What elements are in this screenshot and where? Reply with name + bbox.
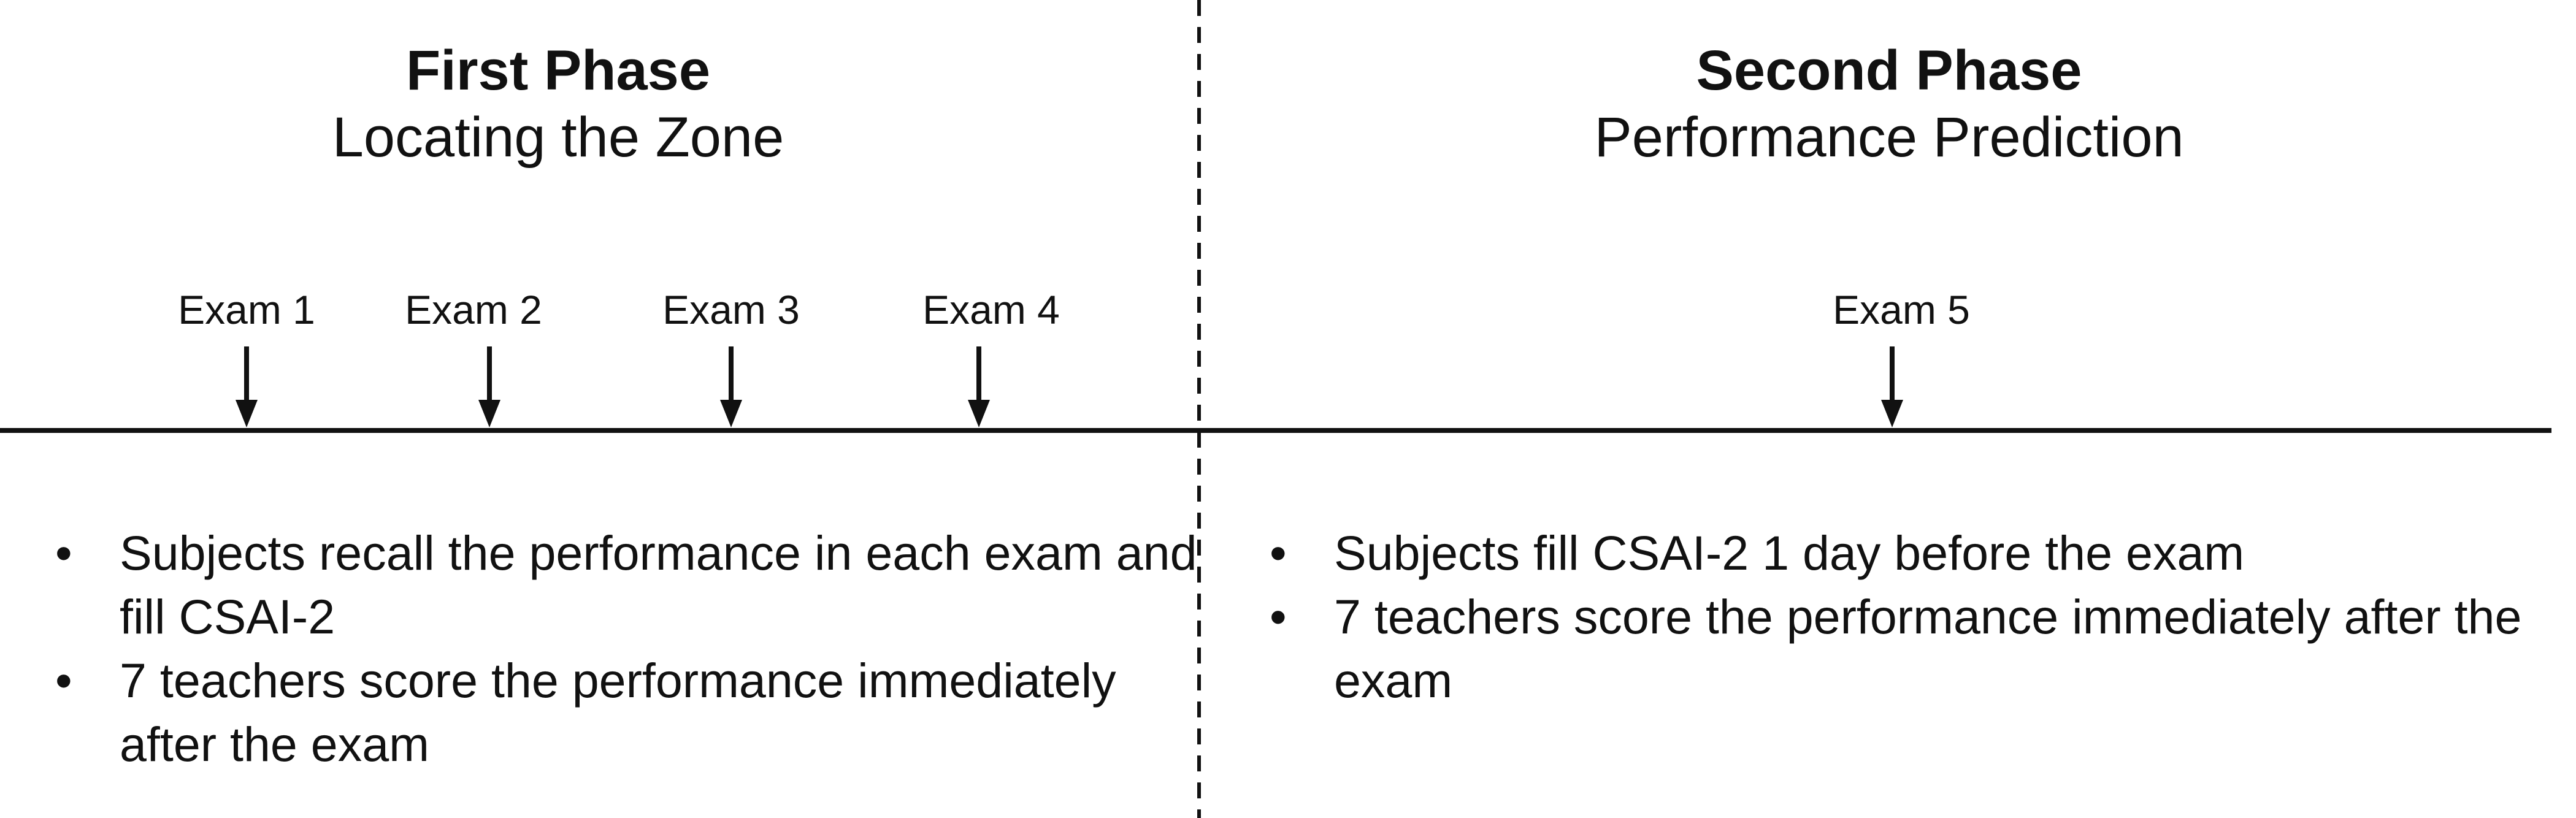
list-item: • 7 teachers score the performance immed… xyxy=(43,649,1208,776)
exam-label-5: Exam 5 xyxy=(1833,287,1970,332)
first-phase-title: First Phase xyxy=(406,39,710,102)
second-phase-bullets: • Subjects fill CSAI-2 1 day before the … xyxy=(1257,521,2576,713)
exam-label-1: Exam 1 xyxy=(178,287,315,332)
second-phase-title: Second Phase xyxy=(1696,39,2082,102)
bullet-icon: • xyxy=(1270,526,1287,580)
bullet-text: Subjects fill CSAI-2 1 day before the ex… xyxy=(1334,526,2245,580)
exam-arrow-2 xyxy=(478,346,500,427)
exam-arrow-3 xyxy=(720,346,742,427)
bullet-text: 7 teachers score the performance immedia… xyxy=(120,653,1116,771)
exam-arrow-1 xyxy=(236,346,258,427)
second-phase-header: Second Phase Performance Prediction xyxy=(1398,40,2380,171)
bullet-icon: • xyxy=(1270,589,1287,644)
exam-label-4: Exam 4 xyxy=(922,287,1060,332)
bullet-text: 7 teachers score the performance immedia… xyxy=(1334,589,2522,708)
exam-label-2: Exam 2 xyxy=(405,287,542,332)
second-phase-subtitle: Performance Prediction xyxy=(1594,106,2184,169)
list-item: • Subjects recall the performance in eac… xyxy=(43,521,1208,649)
first-phase-header: First Phase Locating the Zone xyxy=(67,40,1049,171)
exam-arrow-4 xyxy=(968,346,990,427)
list-item: • 7 teachers score the performance immed… xyxy=(1257,585,2576,713)
list-item: • Subjects fill CSAI-2 1 day before the … xyxy=(1257,521,2576,585)
bullet-icon: • xyxy=(55,526,72,580)
exam-arrow-5 xyxy=(1881,346,1903,427)
bullet-icon: • xyxy=(55,653,72,708)
bullet-text: Subjects recall the performance in each … xyxy=(120,526,1197,644)
first-phase-bullets: • Subjects recall the performance in eac… xyxy=(43,521,1208,776)
first-phase-subtitle: Locating the Zone xyxy=(332,106,784,169)
exam-label-3: Exam 3 xyxy=(662,287,800,332)
